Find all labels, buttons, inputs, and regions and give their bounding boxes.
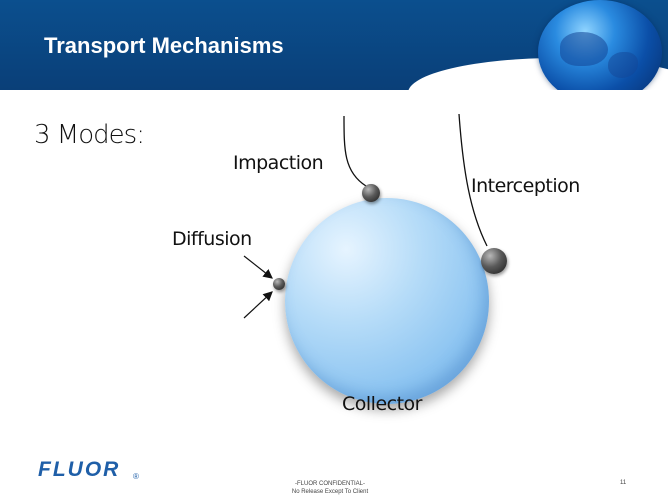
slide-title: Transport Mechanisms [44, 33, 284, 58]
globe-land [560, 32, 608, 66]
modes-heading: 3 Modes: [34, 120, 145, 150]
fluor-logo: FLUOR [38, 458, 121, 481]
diffusion-arrow-upper [243, 255, 273, 279]
impaction-trajectory [343, 115, 367, 187]
globe-land [608, 52, 638, 78]
confidential-line1: -FLUOR CONFIDENTIAL- [294, 481, 365, 487]
diffusion-label: Diffusion [172, 228, 252, 250]
collector-circle [285, 198, 489, 404]
impaction-particle [362, 184, 380, 202]
globe-icon [538, 0, 662, 90]
registered-mark: ® [133, 472, 139, 481]
confidential-notice: -FLUOR CONFIDENTIAL- No Release Except T… [250, 480, 410, 496]
interception-particle [481, 248, 507, 274]
interception-label: Interception [471, 175, 580, 197]
interception-trajectory [458, 113, 488, 247]
confidential-line2: No Release Except To Client [291, 489, 369, 495]
impaction-label: Impaction [233, 152, 324, 174]
diffusion-particle [273, 278, 285, 290]
page-number: 11 [620, 480, 627, 486]
collector-label: Collector [342, 393, 422, 415]
diffusion-arrow-lower [243, 291, 273, 319]
slide-header: Transport Mechanisms [0, 0, 668, 90]
